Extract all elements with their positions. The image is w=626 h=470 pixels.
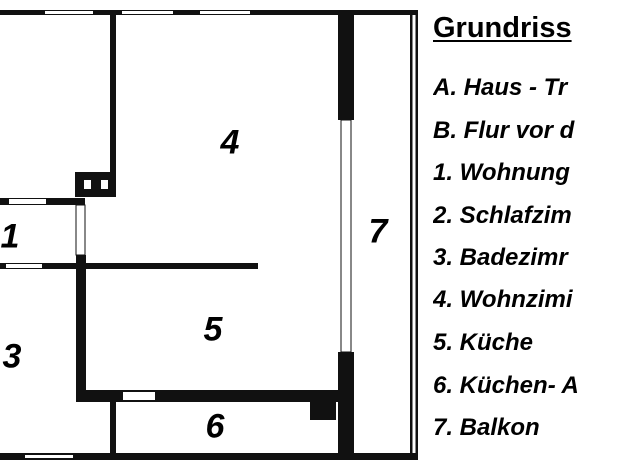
door: [9, 199, 46, 204]
legend-item: 4. Wohnzimi: [433, 286, 573, 313]
window: [200, 11, 250, 14]
window: [25, 455, 73, 458]
legend-item: 2. Schlafzim: [433, 202, 572, 229]
legend-item: 7. Balkon: [433, 414, 540, 441]
legend-item: 1. Wohnung: [433, 159, 570, 186]
wall-balcony-lower: [338, 352, 354, 455]
legend-title: Grundriss: [433, 12, 572, 44]
room-label-7: 7: [368, 212, 388, 251]
floor-plan: [0, 10, 418, 460]
wall-kitchen-bottom: [76, 390, 346, 402]
room-label-4: 4: [220, 123, 240, 162]
chimney-block: [75, 172, 116, 197]
chimney-flue: [101, 180, 108, 189]
wall-pantry-left: [110, 400, 116, 455]
room-label-5: 5: [203, 310, 223, 349]
wall-bedroom-living: [110, 14, 116, 197]
legend-item: B. Flur vor d: [433, 117, 575, 144]
door: [6, 264, 42, 268]
window: [122, 11, 173, 14]
legend: Grundriss A. Haus - Tr B. Flur vor d 1. …: [433, 0, 626, 470]
balcony-door: [340, 119, 352, 353]
wall-kitchen-left: [76, 255, 86, 402]
window: [45, 11, 93, 14]
pantry-block: [310, 400, 336, 420]
legend-item: 5. Küche: [433, 329, 534, 356]
wall-bottom: [0, 453, 418, 460]
chimney-flue: [84, 180, 91, 189]
legend-item: A. Haus - Tr: [433, 74, 568, 101]
legend-item: 3. Badezimr: [433, 244, 568, 271]
hall-door: [75, 204, 86, 256]
wall-balcony-upper: [338, 14, 354, 120]
room-label-3: 3: [2, 337, 22, 376]
door: [123, 392, 155, 400]
legend-item: 6. Küchen- A: [433, 372, 579, 399]
wall-hall-bottom: [0, 263, 258, 269]
room-label-6: 6: [205, 407, 225, 446]
room-label-1: 1: [0, 217, 20, 256]
